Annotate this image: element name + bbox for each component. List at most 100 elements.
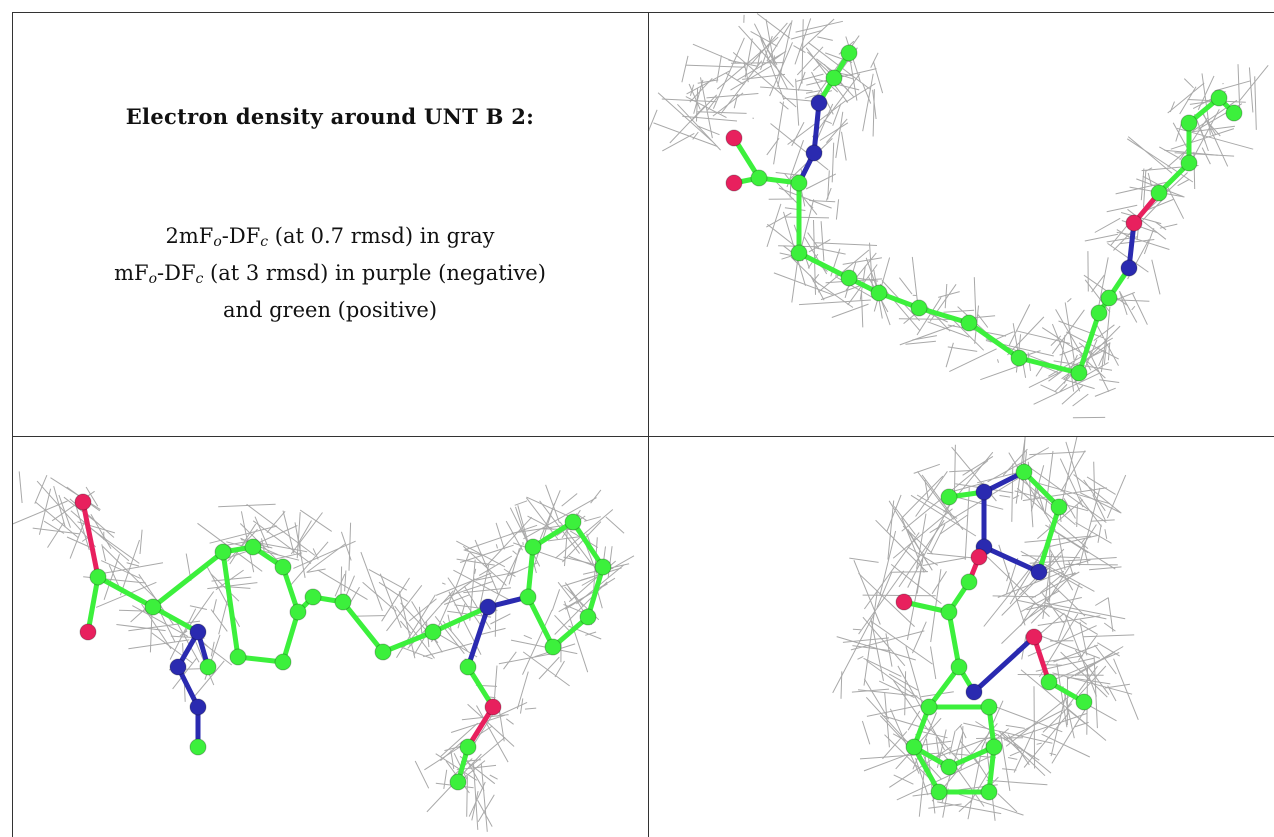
atom <box>74 493 92 511</box>
mesh-segment <box>863 678 890 720</box>
mesh-segment <box>790 29 823 40</box>
table-border-row <box>12 436 1274 437</box>
mesh-segment <box>912 712 937 770</box>
bond <box>811 100 822 156</box>
mesh-segment <box>1009 545 1047 605</box>
mesh-segment <box>983 560 1037 627</box>
mesh-segment <box>1103 622 1116 632</box>
density-mesh <box>649 13 1269 419</box>
mesh-segment <box>716 55 722 83</box>
mesh-segment <box>1132 293 1148 325</box>
mesh-segment <box>826 118 848 144</box>
legend-line-fo-fc: mFo-DFc (at 3 rmsd) in purple (negative) <box>114 261 546 287</box>
mesh-segment <box>1075 522 1112 544</box>
mesh-segment <box>452 552 470 595</box>
mesh-segment <box>785 216 830 219</box>
mesh-segment <box>555 509 614 559</box>
mesh-segment <box>1033 686 1036 769</box>
mesh-segment <box>872 89 875 137</box>
mesh-segment <box>997 570 1065 598</box>
mesh-segment <box>554 614 572 633</box>
mesh-segment <box>986 779 1048 786</box>
mesh-segment <box>386 584 423 632</box>
mesh-segment <box>1059 437 1078 514</box>
mesh-segment <box>1042 703 1073 733</box>
atom <box>920 698 938 716</box>
mesh-segment <box>538 656 560 680</box>
mesh-segment <box>712 92 744 117</box>
mesh-segment <box>1059 384 1068 393</box>
mesh-segment <box>1091 274 1105 293</box>
mesh-segment <box>953 444 956 498</box>
mesh-segment <box>1004 709 1064 741</box>
bond <box>340 599 386 655</box>
atom <box>564 513 582 531</box>
mesh-segment <box>360 551 383 611</box>
mesh-segment <box>1081 538 1086 544</box>
mesh-segment <box>1058 535 1066 571</box>
density-mesh <box>832 437 1139 821</box>
mesh-segment <box>1036 742 1042 745</box>
atom <box>910 299 928 317</box>
atom <box>244 538 262 556</box>
mesh-segment <box>706 93 759 99</box>
mesh-segment <box>835 111 844 159</box>
atom <box>1090 304 1108 322</box>
mesh-segment <box>887 500 895 560</box>
density-mesh <box>13 471 635 832</box>
mesh-segment <box>101 544 107 562</box>
mesh-segment <box>466 776 468 817</box>
mesh-segment <box>414 760 430 789</box>
mesh-segment <box>1127 208 1167 240</box>
mesh-segment <box>875 519 928 573</box>
mesh-segment <box>690 94 718 122</box>
mesh-segment <box>964 487 970 560</box>
mesh-segment <box>865 696 942 780</box>
mesh-segment <box>344 570 347 592</box>
mesh-segment <box>1078 496 1103 527</box>
mesh-segment <box>753 23 788 89</box>
mesh-segment <box>493 665 498 702</box>
mesh-segment <box>796 46 824 76</box>
table-border-middle <box>648 12 649 837</box>
mesh-segment <box>1120 239 1155 245</box>
mesh-segment <box>210 641 215 657</box>
mesh-segment <box>917 471 954 520</box>
mesh-segment <box>485 516 533 568</box>
mesh-segment <box>1036 487 1046 515</box>
mesh-segment <box>1058 320 1104 339</box>
mesh-segment <box>459 544 514 563</box>
mesh-segment <box>852 645 891 652</box>
mesh-segment <box>1115 181 1169 195</box>
mesh-segment <box>1066 676 1111 685</box>
mesh-segment <box>736 52 784 81</box>
mesh-segment <box>1093 461 1096 496</box>
mesh-segment <box>282 510 295 554</box>
mesh-segment <box>584 516 601 522</box>
mesh-segment <box>189 605 208 610</box>
mesh-segment <box>490 613 511 625</box>
mesh-segment <box>760 86 813 92</box>
mesh-segment <box>784 207 806 211</box>
mesh-segment <box>293 540 356 569</box>
mesh-segment <box>1095 597 1109 606</box>
mesh-segment <box>539 490 561 540</box>
atom <box>519 588 537 606</box>
mesh-segment <box>495 544 498 549</box>
mesh-segment <box>1113 658 1139 720</box>
mesh-segment <box>770 123 829 171</box>
mesh-segment <box>766 212 792 228</box>
mesh-segment <box>1024 535 1092 543</box>
mesh-segment <box>870 620 933 665</box>
mesh-segment <box>1103 306 1111 364</box>
bond <box>150 549 226 610</box>
mesh-segment <box>440 722 479 757</box>
mesh-segment <box>340 531 352 561</box>
atom <box>975 483 993 501</box>
mesh-segment <box>498 706 505 742</box>
mesh-segment <box>477 794 495 823</box>
mesh-segment <box>1082 543 1089 564</box>
mesh-segment <box>1140 168 1145 201</box>
mesh-segment <box>182 643 186 702</box>
atom <box>214 543 232 561</box>
